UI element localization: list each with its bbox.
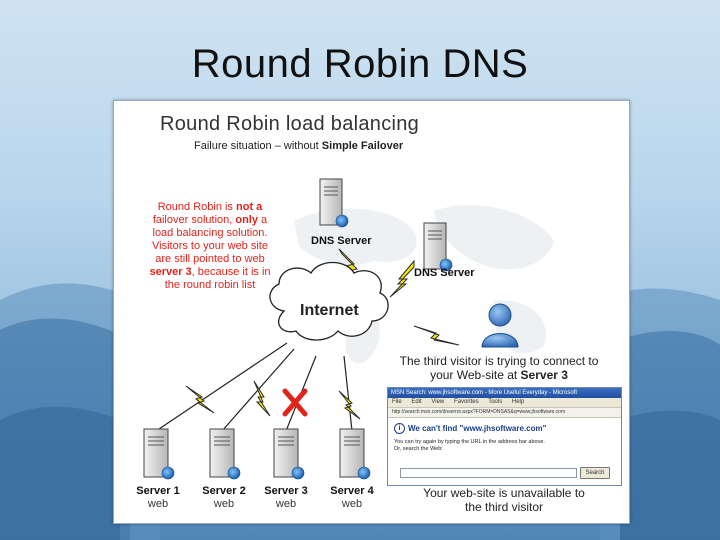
browser-body: i We can't find "www.jhsoftware.com" You… — [388, 418, 621, 479]
red-note-text: a — [257, 214, 268, 226]
red-note-bold: only — [235, 214, 258, 226]
diagram-subtitle: Failure situation – without Simple Failo… — [194, 140, 403, 152]
browser-error-window: MSN Search: www.jhsoftware.com - More Us… — [387, 387, 622, 486]
diagram-title: Round Robin load balancing — [160, 113, 420, 135]
error-line: Or, search the Web: — [394, 446, 443, 452]
search-button[interactable]: Search — [580, 467, 610, 479]
browser-title-bar: MSN Search: www.jhsoftware.com - More Us… — [388, 388, 621, 398]
menu-item-favorites[interactable]: Favorites — [453, 399, 479, 405]
dns-server-1-label: DNS Server — [311, 235, 372, 247]
menu-item-tools[interactable]: Tools — [488, 399, 503, 405]
lightning-server4 — [338, 390, 361, 420]
server-role: web — [341, 498, 363, 510]
red-note-text: are still pointed to web — [155, 253, 265, 265]
error-heading-text: We can't find — [408, 424, 460, 433]
server-name: Server 4 — [330, 485, 374, 497]
diagram-graphics — [143, 178, 554, 480]
error-heading-url: "www.jhsoftware.com" — [459, 424, 547, 433]
failure-x-icon — [282, 388, 308, 417]
browser-address-bar[interactable]: http://search.msn.com/dnserror.aspx?FORM… — [388, 408, 621, 418]
unavailable-note-line: Your web-site is unavailable to — [423, 486, 585, 500]
visitor-note-bold: Server 3 — [520, 368, 568, 382]
menu-item-edit[interactable]: Edit — [411, 399, 422, 405]
server-4-icon — [339, 428, 371, 480]
server-2-icon — [209, 428, 241, 480]
search-input[interactable] — [400, 468, 577, 478]
red-note-text: load balancing solution. — [152, 227, 268, 239]
error-line: You can try again by typing the URL in t… — [394, 439, 545, 445]
server-name: Server 2 — [202, 485, 246, 497]
dns-server-2-label: DNS Server — [414, 267, 475, 279]
red-note-bold: not a — [236, 201, 263, 213]
lightning-bolts — [185, 248, 460, 420]
dns-server-1-icon — [319, 178, 349, 228]
server-role: web — [147, 498, 169, 510]
menu-item-file[interactable]: File — [392, 399, 402, 405]
red-warning-note: Round Robin is not a failover solution, … — [140, 201, 280, 292]
server-3-icon — [273, 428, 305, 480]
lightning-dns2 — [389, 259, 415, 298]
visitor-note-line: The third visitor is trying to connect t… — [399, 354, 599, 368]
error-heading: We can't find "www.jhsoftware.com" — [408, 424, 615, 433]
lightning-visitor — [413, 325, 460, 346]
lightning-server2 — [253, 380, 271, 417]
red-note-text: Visitors to your web site — [152, 240, 268, 252]
info-icon: i — [394, 423, 405, 434]
visitor-note: The third visitor is trying to connect t… — [399, 354, 599, 382]
visitor-note-line: your Web-site at — [430, 368, 521, 382]
server-role: web — [275, 498, 297, 510]
connection-lines — [155, 342, 353, 432]
menu-item-view[interactable]: View — [431, 399, 445, 405]
server-name: Server 3 — [264, 485, 308, 497]
menu-item-help[interactable]: Help — [511, 399, 525, 405]
server-name: Server 1 — [136, 485, 180, 497]
red-note-text: the round robin list — [164, 279, 256, 291]
red-note-text: Round Robin is — [157, 201, 236, 213]
browser-menu-bar: File Edit View Favorites Tools Help — [388, 398, 621, 408]
red-note-bold: server 3 — [149, 266, 192, 278]
red-note-text: failover solution, — [152, 214, 236, 226]
unavailable-note-line: the third visitor — [464, 500, 544, 514]
round-robin-diagram: Round Robin load balancing Failure situa… — [113, 100, 630, 524]
internet-cloud-icon — [269, 261, 389, 341]
unavailable-note: Your web-site is unavailable to the thir… — [404, 486, 604, 514]
server-role: web — [213, 498, 235, 510]
red-note-text: , because it is in — [191, 266, 271, 278]
slide-title: Round Robin DNS — [191, 42, 529, 86]
lightning-server1 — [185, 385, 215, 414]
server-1-icon — [143, 428, 175, 480]
subtitle-prefix: Failure situation – without — [194, 140, 322, 152]
internet-label: Internet — [300, 302, 359, 319]
subtitle-bold: Simple Failover — [321, 140, 404, 152]
dns-server-2-icon — [423, 222, 453, 272]
visitor-person-icon — [481, 303, 519, 348]
